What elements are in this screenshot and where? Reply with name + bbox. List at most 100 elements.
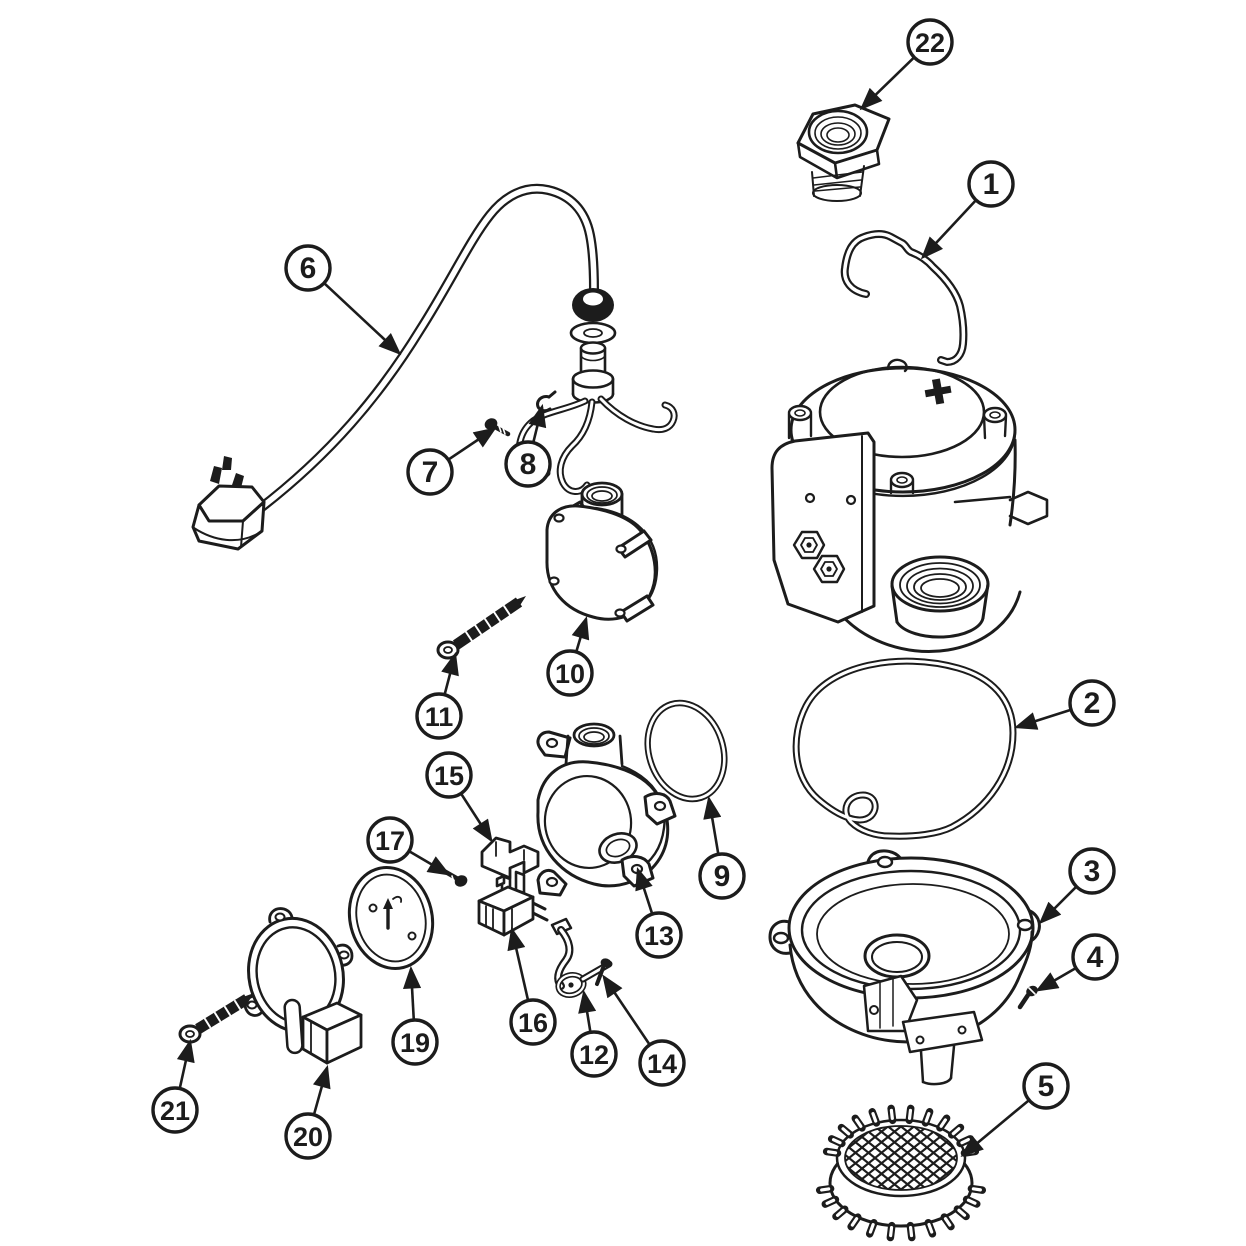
leader-line: [176, 1038, 195, 1089]
callout-number: 2: [1084, 687, 1101, 720]
leader-line: [447, 427, 497, 461]
callout-circle: [151, 1086, 199, 1134]
callout-22: 22: [859, 18, 954, 111]
leader-line: [703, 795, 722, 855]
callout-number: 15: [434, 761, 464, 791]
callout-17: 17: [366, 816, 451, 876]
switch-plate-part: [347, 866, 435, 970]
bolt-11-part: [436, 596, 526, 660]
callout-1: 1: [920, 160, 1015, 260]
phillips-screw-mark: [924, 378, 952, 405]
callout-circle: [638, 1039, 686, 1087]
leader-line: [402, 965, 422, 1021]
callout-number: 1: [983, 168, 1000, 201]
callout-circle: [425, 751, 473, 799]
leader-line: [528, 403, 547, 443]
callout-13: 13: [635, 866, 683, 959]
leader-line: [602, 974, 651, 1046]
callout-number: 3: [1084, 855, 1101, 888]
callout-circle: [635, 911, 683, 959]
callout-number: 17: [375, 826, 405, 856]
callout-circle: [504, 440, 552, 488]
leader-line: [312, 1064, 331, 1116]
impeller-housing-part: [536, 722, 677, 897]
callout-number: 5: [1038, 1070, 1055, 1103]
callout-number: 20: [293, 1122, 323, 1152]
callout-circle: [284, 1112, 332, 1160]
wire-bracket-part: [550, 917, 613, 998]
callout-15: 15: [425, 751, 493, 843]
leader-line: [571, 615, 590, 653]
callout-16: 16: [507, 926, 557, 1046]
callout-number: 14: [647, 1049, 677, 1079]
leader-line: [323, 282, 402, 356]
leader-line: [459, 792, 493, 843]
callout-number: 8: [520, 448, 537, 481]
bolt-21-part: [178, 993, 254, 1044]
callout-20: 20: [284, 1064, 332, 1160]
callout-4: 4: [1035, 933, 1119, 992]
callout-circle: [570, 1030, 618, 1078]
callout-circle: [967, 160, 1015, 208]
callout-circle: [546, 649, 594, 697]
housing-10-body: [545, 504, 657, 621]
callout-number: 6: [300, 252, 317, 285]
callout-number: 7: [422, 456, 439, 489]
callout-5: 5: [960, 1062, 1070, 1158]
plug-prongs: [210, 456, 244, 492]
volute-gasket-part: [792, 657, 1017, 840]
switch-cover-part: [243, 907, 363, 1065]
leader-line: [441, 651, 459, 696]
leader-line: [1013, 708, 1072, 730]
motor-body: [770, 358, 1049, 654]
o-ring-part: [644, 699, 728, 803]
handle-part: [840, 230, 968, 366]
callout-number: 19: [400, 1028, 430, 1058]
leader-line: [408, 850, 451, 876]
callout-circle: [1022, 1062, 1070, 1110]
callout-7: 7: [406, 427, 497, 496]
callout-9: 9: [698, 795, 746, 900]
callout-number: 21: [160, 1096, 190, 1126]
callout-2: 2: [1013, 679, 1116, 730]
callout-number: 9: [714, 860, 731, 893]
callout-3: 3: [1038, 847, 1116, 925]
leader-line: [507, 926, 530, 1001]
callout-number: 10: [555, 659, 585, 689]
callout-21: 21: [151, 1038, 199, 1134]
callout-14: 14: [602, 974, 686, 1087]
leader-line: [635, 866, 654, 915]
screw-4-part: [1017, 985, 1038, 1010]
leader-line: [1035, 966, 1077, 992]
callout-6: 6: [284, 244, 402, 356]
callout-number: 22: [915, 28, 945, 58]
callout-circle: [391, 1018, 439, 1066]
hex-bushing-part: [796, 103, 891, 202]
callout-circle: [698, 852, 746, 900]
callout-number: 11: [425, 702, 454, 732]
leader-line: [859, 56, 916, 111]
callout-circle: [406, 448, 454, 496]
leader-line: [920, 199, 977, 260]
callout-number: 12: [579, 1040, 609, 1070]
micro-switch-part: [477, 874, 549, 937]
callout-number: 13: [644, 921, 674, 951]
pump-housing-cover-part: [545, 481, 659, 623]
leader-line: [1038, 885, 1078, 925]
callout-circle: [366, 816, 414, 864]
callout-10: 10: [546, 615, 594, 697]
callout-circle: [415, 692, 463, 740]
strainer-base-part: [815, 1104, 987, 1242]
callout-circle: [284, 244, 332, 292]
callout-11: 11: [415, 651, 463, 740]
callout-circle: [1071, 933, 1119, 981]
callout-19: 19: [391, 965, 439, 1066]
housing-13-body: [536, 760, 670, 888]
volute-base-part: [768, 849, 1041, 1086]
power-cord-part: [191, 183, 678, 551]
callout-12: 12: [570, 989, 618, 1078]
leader-line: [960, 1099, 1030, 1158]
